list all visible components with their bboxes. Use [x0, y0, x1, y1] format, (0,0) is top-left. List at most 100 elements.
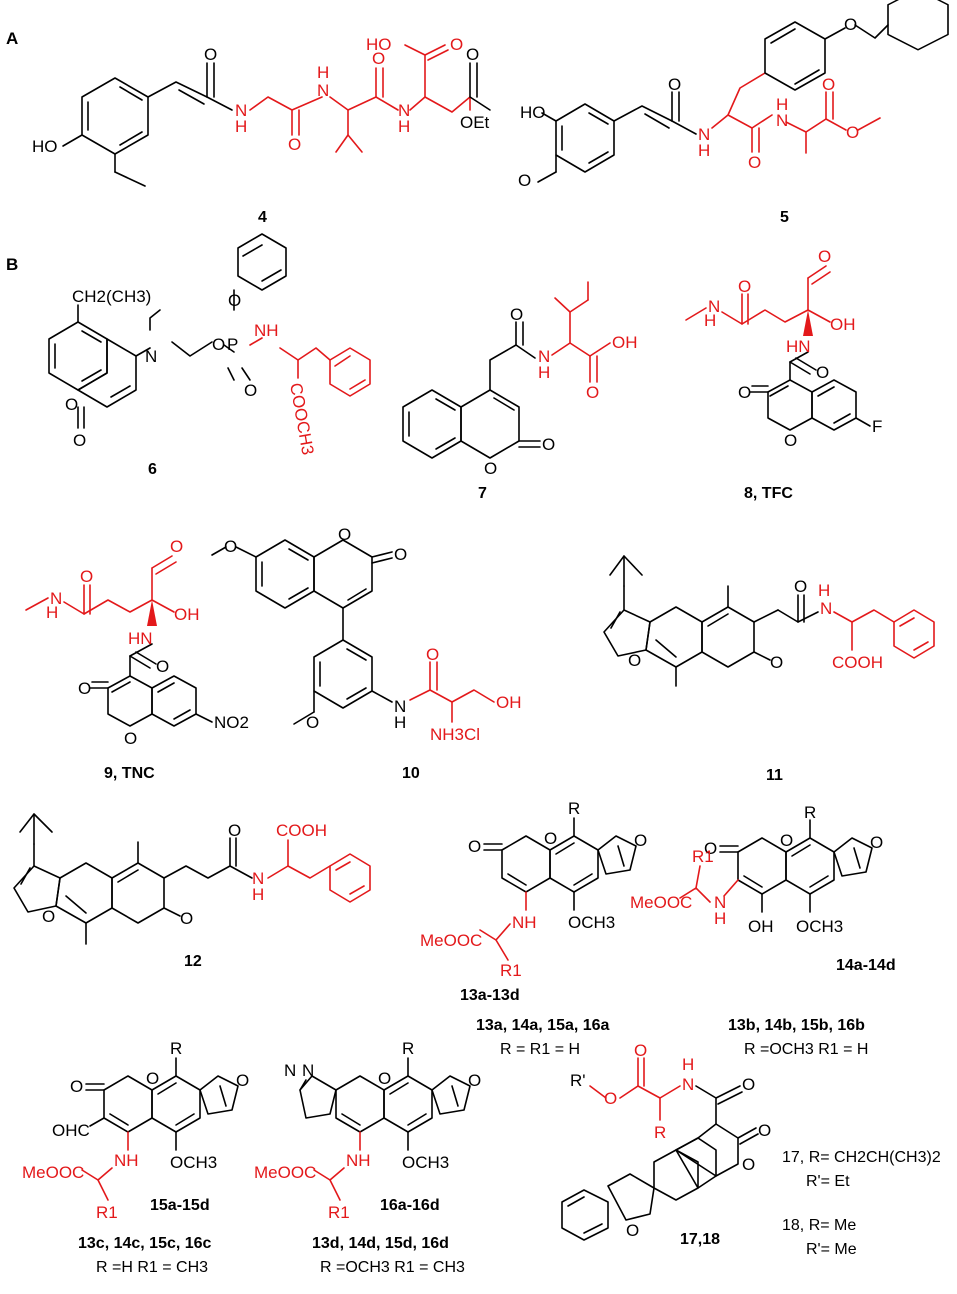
- atom-o: O: [450, 35, 463, 54]
- compound-label-7: 7: [478, 485, 487, 502]
- atom-o: O: [146, 1069, 159, 1088]
- atom-ho: HO: [32, 137, 58, 156]
- atom-n: N: [682, 1075, 694, 1094]
- atom-o: O: [70, 1077, 83, 1096]
- series-a-title: 13a, 14a, 15a, 16a: [476, 1017, 610, 1034]
- compound-label-12: 12: [184, 953, 202, 970]
- atom-o: O: [870, 833, 883, 852]
- atom-meooc: MeOOC: [254, 1163, 316, 1182]
- compound-12-structure: [13, 813, 371, 945]
- compound-17-r: 17, R= CH2CH(CH3)2: [782, 1149, 941, 1166]
- atom-o: O: [394, 545, 407, 564]
- series-c-title: 13c, 14c, 15c, 16c: [78, 1235, 212, 1252]
- atom-r1: R1: [96, 1203, 118, 1222]
- atom-o: O: [170, 537, 183, 556]
- atom-n: N: [398, 101, 410, 120]
- atom-rp: R': [570, 1071, 586, 1090]
- compound-label-16: 16a-16d: [380, 1197, 440, 1214]
- atom-o: O: [73, 431, 86, 450]
- compound-10-structure: [211, 539, 495, 725]
- series-b-title: 13b, 14b, 15b, 16b: [728, 1017, 865, 1034]
- atom-h: H: [252, 885, 264, 904]
- atom-h: H: [394, 713, 406, 732]
- atom-n: N: [538, 347, 550, 366]
- atom-o: O: [224, 537, 237, 556]
- atom-nh: NH: [512, 913, 537, 932]
- atom-o: O: [794, 577, 807, 596]
- atom-r: R: [402, 1039, 414, 1058]
- compound-label-15: 15a-15d: [150, 1197, 210, 1214]
- atom-r1: R1: [692, 847, 714, 866]
- atom-o: O: [738, 383, 751, 402]
- atom-h: H: [682, 1055, 694, 1074]
- atom-oh: OH: [612, 333, 638, 352]
- atom-o: O: [338, 525, 351, 544]
- atom-meooc: MeOOC: [22, 1163, 84, 1182]
- atom-h: H: [714, 909, 726, 928]
- series-c-definition: R =H R1 = CH3: [96, 1259, 208, 1276]
- atom-n: N: [284, 1061, 296, 1080]
- atom-r: R: [654, 1123, 666, 1142]
- atom-o: O: [518, 171, 531, 190]
- atom-o: O: [80, 567, 93, 586]
- atom-r1: R1: [328, 1203, 350, 1222]
- compound-9-structure: [25, 555, 213, 727]
- atom-n: N: [302, 1061, 314, 1080]
- atom-o: O: [236, 1071, 249, 1090]
- atom-o: O: [626, 1221, 639, 1240]
- atom-ohc: OHC: [52, 1121, 90, 1140]
- atom-ch2ch3: CH2(CH3): [72, 287, 151, 306]
- atom-r: R: [568, 799, 580, 818]
- compound-17-rp: R'= Et: [806, 1173, 850, 1190]
- atom-och3: OCH3: [796, 917, 843, 936]
- atom-p: P: [227, 335, 238, 354]
- atom-cooh: COOH: [832, 653, 883, 672]
- compound-6-structure: [48, 233, 371, 429]
- atom-h: H: [698, 141, 710, 160]
- compound-label-10: 10: [402, 765, 420, 782]
- atom-nh3cl: NH3Cl: [430, 725, 480, 744]
- atom-o: O: [742, 1155, 755, 1174]
- panel-label-b: B: [6, 255, 18, 274]
- atom-o: O: [668, 75, 681, 94]
- atom-n: N: [698, 125, 710, 144]
- compound-label-5: 5: [780, 209, 789, 226]
- atom-o: O: [758, 1121, 771, 1140]
- atom-och3: OCH3: [568, 913, 615, 932]
- atom-o: O: [634, 1041, 647, 1060]
- atom-n: N: [394, 697, 406, 716]
- compound-label-6: 6: [148, 461, 157, 478]
- atom-n: N: [714, 893, 726, 912]
- atom-oh: OH: [174, 605, 200, 624]
- atom-o: O: [306, 713, 319, 732]
- atom-och3: OCH3: [402, 1153, 449, 1172]
- compound-label-17-18: 17,18: [680, 1231, 720, 1248]
- atom-o: O: [466, 45, 479, 64]
- atom-o: O: [228, 291, 241, 310]
- atom-o: O: [42, 907, 55, 926]
- series-a-definition: R = R1 = H: [500, 1041, 580, 1058]
- compound-4-structure: [62, 44, 491, 187]
- compound-label-14: 14a-14d: [836, 957, 896, 974]
- atom-o: O: [244, 381, 257, 400]
- compound-15-structure: [81, 1057, 239, 1201]
- atom-o: O: [628, 651, 641, 670]
- atom-o: O: [770, 653, 783, 672]
- compound-5-structure: [537, 0, 949, 183]
- atom-cooch3: COOCH3: [286, 381, 317, 456]
- compound-label-8: 8, TFC: [744, 485, 793, 502]
- atom-o: O: [510, 305, 523, 324]
- atom-n: N: [708, 297, 720, 316]
- atom-h: H: [317, 63, 329, 82]
- atom-o: O: [816, 363, 829, 382]
- atom-meooc: MeOOC: [630, 893, 692, 912]
- atom-o: O: [846, 123, 859, 142]
- atom-o: O: [156, 657, 169, 676]
- atom-o: O: [822, 75, 835, 94]
- atom-meooc: MeOOC: [420, 931, 482, 950]
- atom-hn: HN: [128, 629, 153, 648]
- atom-n: N: [776, 111, 788, 130]
- compound-13-structure: [479, 817, 637, 961]
- series-d-definition: R =OCH3 R1 = CH3: [320, 1259, 465, 1276]
